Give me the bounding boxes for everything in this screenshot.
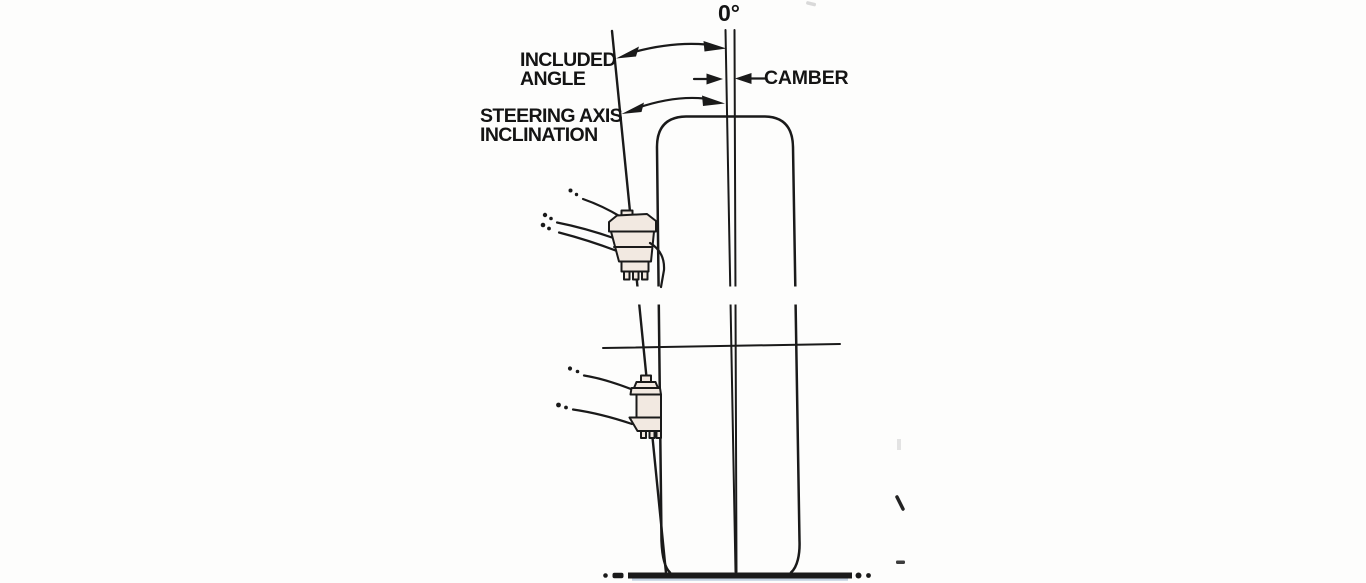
upper-arm-break-dot bbox=[574, 192, 579, 197]
ground-line bbox=[603, 572, 871, 581]
arrowhead-right bbox=[703, 41, 727, 52]
line-break-gap bbox=[598, 286, 826, 305]
arrowhead-left bbox=[616, 46, 639, 59]
upper-arm-break-dot bbox=[568, 188, 573, 193]
steering-axis-inclination-arrow bbox=[621, 95, 725, 114]
upper-ball-joint bbox=[540, 188, 666, 289]
lower-arm-break-dot bbox=[575, 369, 580, 374]
upper-arm-break-dot bbox=[540, 222, 546, 228]
lower-arm-break-dot bbox=[567, 366, 573, 371]
lower-arm-break-dot bbox=[556, 402, 561, 408]
upper-joint-stud-nut bbox=[620, 260, 650, 273]
upper-arm-upper-line bbox=[555, 221, 617, 240]
camber-arrows bbox=[692, 73, 767, 85]
arrowhead-right bbox=[702, 95, 725, 106]
ground-dot-right-outer bbox=[866, 573, 871, 578]
lower-joint-flange bbox=[628, 416, 662, 432]
arrowhead-left bbox=[735, 73, 752, 84]
arrowhead-right bbox=[706, 73, 723, 85]
upper-arm-top-edge bbox=[581, 197, 623, 219]
ground-dot-left-outer bbox=[603, 573, 608, 578]
upper-arm-break-dot bbox=[549, 216, 553, 221]
lower-arm-lower-line bbox=[571, 408, 634, 426]
included-angle-arrow bbox=[616, 41, 727, 59]
included-angle-label: INCLUDED ANGLE bbox=[520, 49, 617, 90]
camber-label: CAMBER bbox=[764, 67, 849, 89]
steering-axis-inclination-label: STEERING AXIS INCLINATION bbox=[480, 105, 623, 146]
arrowhead-left bbox=[621, 102, 644, 114]
zero-degree-label: 0° bbox=[718, 0, 740, 26]
ground-dash-left bbox=[612, 572, 624, 579]
upper-arm-lower-line bbox=[557, 231, 619, 253]
upper-joint-cap bbox=[608, 213, 657, 233]
lower-joint-body bbox=[635, 393, 662, 419]
upper-arm-break-dot bbox=[547, 226, 551, 231]
wheel-center-horizontal-line bbox=[602, 343, 841, 349]
lower-arm-upper-line bbox=[582, 374, 638, 393]
steering-knuckle-curve bbox=[648, 241, 666, 289]
lower-arm-break-dot bbox=[564, 405, 568, 410]
upper-arm-break-dot bbox=[542, 212, 548, 218]
ground-dot-right-inner bbox=[855, 572, 862, 579]
tire-outline bbox=[655, 115, 801, 574]
lower-ball-joint bbox=[556, 366, 662, 439]
scan-artifacts bbox=[806, 1, 905, 564]
